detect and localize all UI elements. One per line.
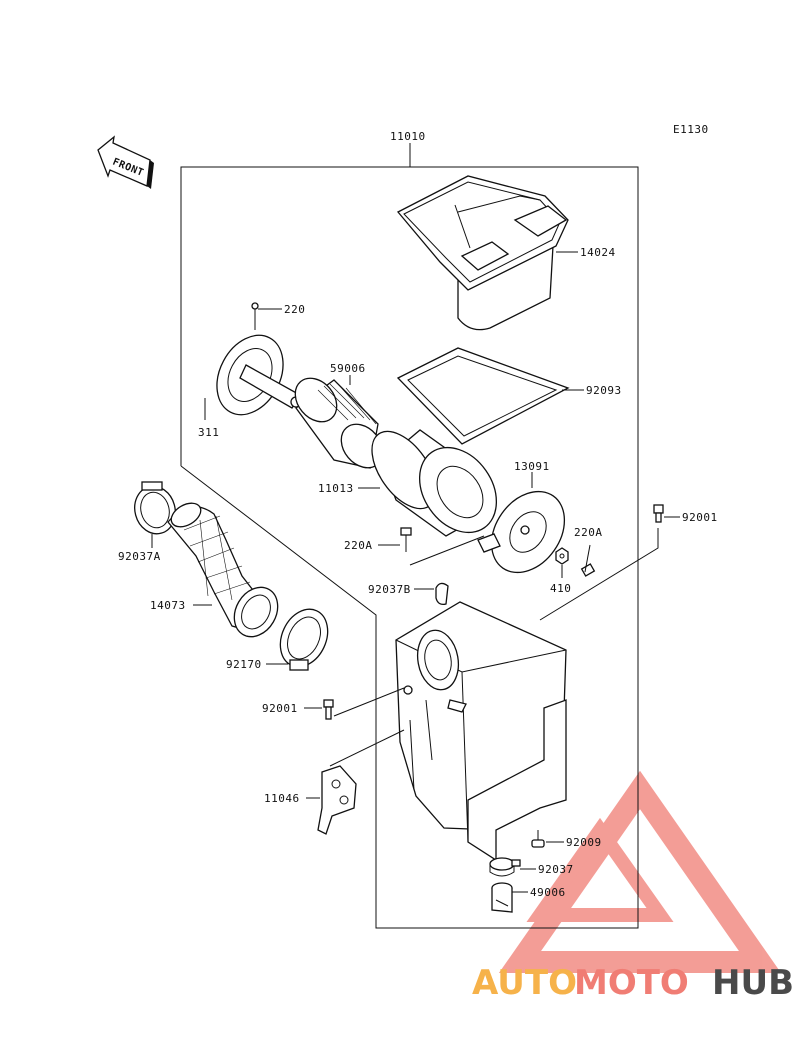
watermark-auto: AUTO	[472, 963, 577, 1003]
intake-duct	[167, 502, 279, 638]
label-220a-left: 220A	[344, 539, 373, 552]
watermark-hub: HUB	[712, 963, 794, 1003]
filter-element	[371, 429, 498, 537]
drain-cap-icon	[491, 882, 513, 913]
clamp-92037-icon	[489, 857, 521, 877]
bolt-92009-icon	[531, 830, 545, 848]
clamp-92170	[279, 608, 329, 671]
label-92170: 92170	[226, 658, 262, 671]
gasket-frame	[396, 347, 570, 445]
screw-220a-left-icon	[400, 527, 412, 552]
label-49006: 49006	[530, 886, 566, 899]
label-92001-top: 92001	[682, 511, 718, 524]
label-14024: 14024	[580, 246, 616, 259]
assembly-outline	[180, 143, 639, 929]
bolt-92001-top-icon	[653, 504, 664, 523]
watermark-moto: MOTO	[574, 963, 689, 1003]
element-holder-plate	[204, 302, 302, 420]
mounting-bracket	[317, 765, 357, 835]
label-11013: 11013	[318, 482, 354, 495]
label-220: 220	[284, 303, 305, 316]
nut-410-icon	[555, 547, 569, 565]
diagram-code: E1130	[673, 123, 709, 136]
label-11046: 11046	[264, 792, 300, 805]
label-11010: 11010	[390, 130, 426, 143]
label-311: 311	[198, 426, 219, 439]
label-92037a: 92037A	[118, 550, 161, 563]
label-13091: 13091	[514, 460, 550, 473]
bolt-92001-mid-icon	[323, 699, 334, 720]
label-59006: 59006	[330, 362, 366, 375]
label-92037: 92037	[538, 863, 574, 876]
label-92037b: 92037B	[368, 583, 411, 596]
label-220a-right: 220A	[574, 526, 603, 539]
label-92009: 92009	[566, 836, 602, 849]
clip-92037b-icon	[435, 582, 449, 606]
clamp-92037a	[134, 481, 176, 535]
air-box-housing	[395, 601, 567, 862]
watermark-text: AUTO MOTO HUB	[472, 963, 794, 1003]
label-92001-mid: 92001	[262, 702, 298, 715]
air-cleaner-cover	[396, 175, 569, 331]
label-14073: 14073	[150, 599, 186, 612]
watermark-logo-icon	[498, 770, 782, 973]
screw-220a-right-icon	[580, 544, 596, 577]
front-arrow-icon: FRONT	[97, 135, 154, 189]
label-92093: 92093	[586, 384, 622, 397]
label-410: 410	[550, 582, 571, 595]
end-plate	[477, 490, 566, 574]
mesh-holder	[294, 377, 384, 469]
